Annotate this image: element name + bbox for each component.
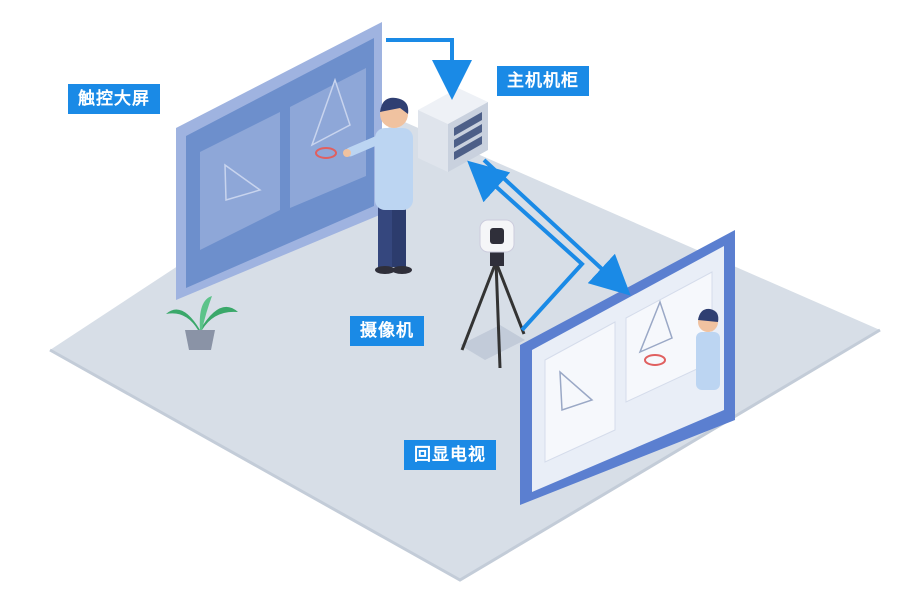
server-rack-icon [418,88,488,172]
tripod-camera-icon [460,219,526,369]
floor-edge [49,328,881,582]
arrow-screen-to-host [386,38,472,100]
label-display-tv: 回显电视 [404,440,496,470]
person-icon [343,97,413,274]
triangle-drawing-left [224,163,262,201]
arrow-camera-to-host [467,160,585,332]
label-host-cabinet: 主机机柜 [497,66,589,96]
display-tv [520,230,735,505]
label-touch-screen: 触控大屏 [68,84,160,114]
red-circle-mark [315,147,337,159]
label-camera: 摄像机 [350,316,424,346]
floor-plane [50,120,880,580]
plant-icon [166,296,238,350]
touch-screen [176,22,382,300]
triangle-drawing-right [310,77,351,147]
